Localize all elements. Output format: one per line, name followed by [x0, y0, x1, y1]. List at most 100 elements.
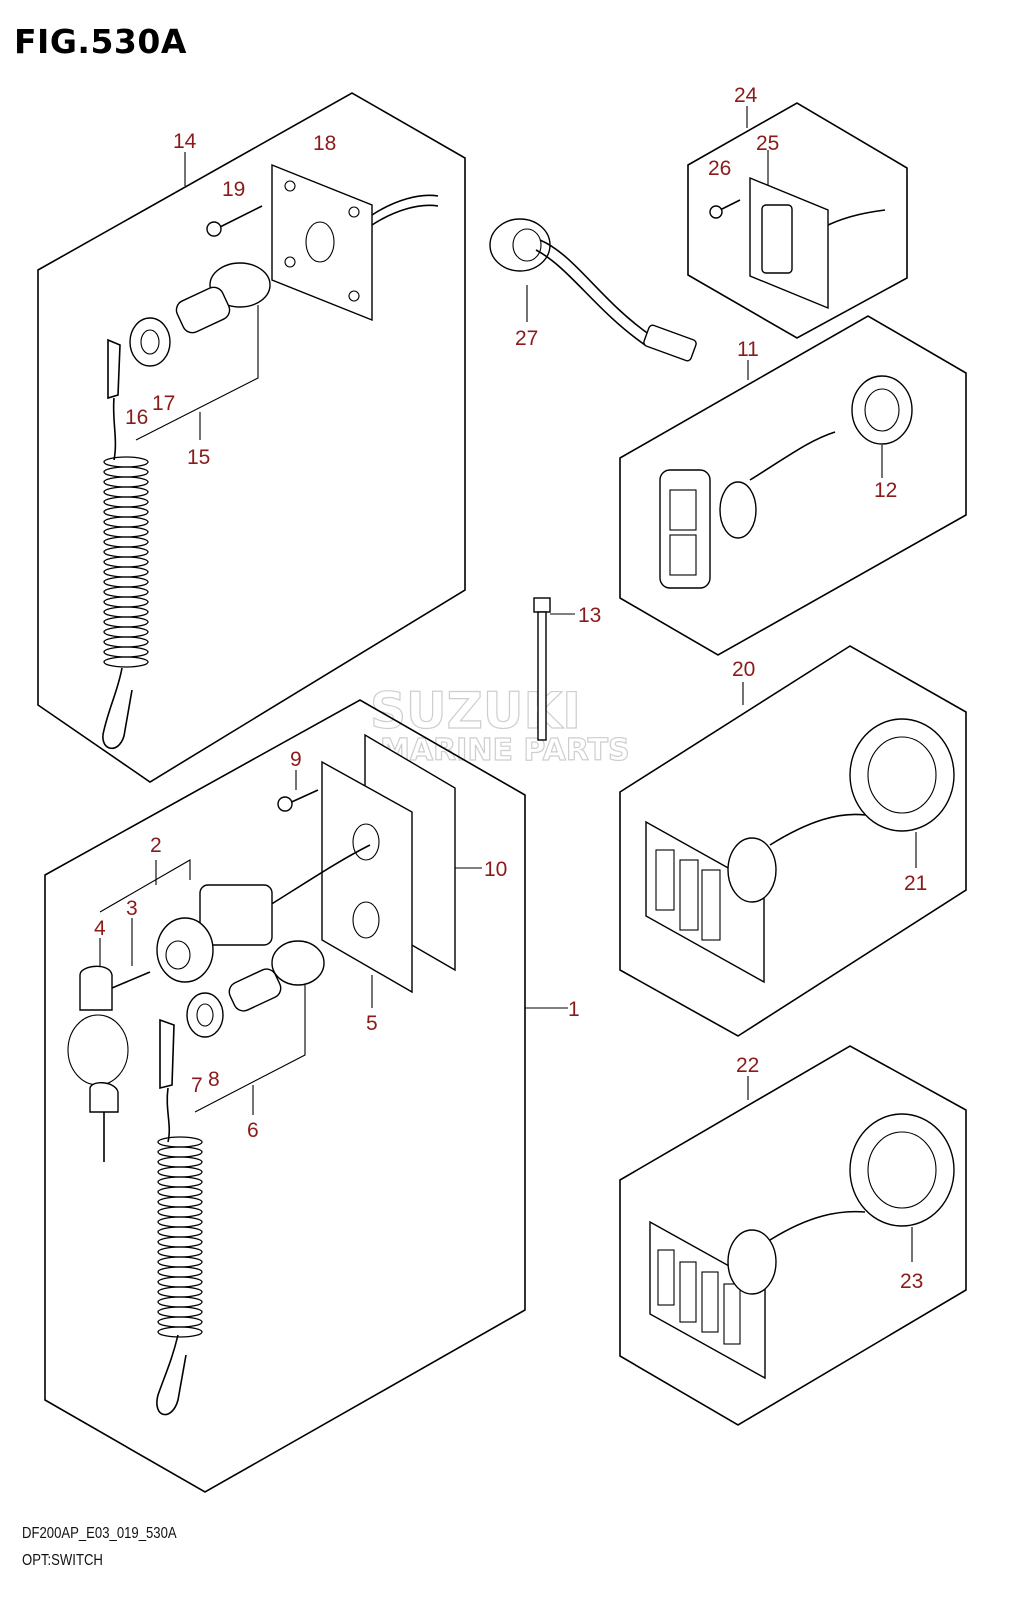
plate-bore: [305, 221, 335, 263]
panel-button: [669, 489, 697, 531]
ring-hole: [864, 388, 900, 432]
panel-stem: [719, 481, 757, 539]
callout-labels: 1 2 3 4 5 6 7 8 9 10 11 12 13 14 15 16 1…: [94, 84, 927, 1293]
coil-loop: [157, 1286, 203, 1298]
coil-loop: [103, 516, 149, 528]
coil-loop: [103, 586, 149, 598]
clip-7: [159, 1018, 175, 1090]
panel-stem: [727, 837, 777, 903]
coil-loop: [103, 496, 149, 508]
callout-14: 14: [173, 130, 197, 153]
nut-hole: [140, 329, 160, 355]
coil-loop: [103, 506, 149, 518]
watermark-brand: SUZUKI: [370, 682, 581, 740]
coil-loop: [103, 616, 149, 628]
coil-loop: [103, 606, 149, 618]
plate-hole: [284, 256, 296, 268]
coil-loop: [157, 1316, 203, 1328]
coil-loop: [103, 656, 149, 668]
lanyard: [112, 397, 117, 461]
key-slot: [165, 940, 191, 970]
box-outline-20: [619, 645, 967, 1037]
callout-16: 16: [125, 406, 148, 429]
plate-hole: [284, 180, 296, 192]
coil-loop: [103, 526, 149, 538]
box-outline-14: [37, 92, 466, 783]
bracket-2: [99, 859, 191, 913]
coil-loop: [103, 546, 149, 558]
figure-title: FIG.530A: [14, 22, 187, 61]
callout-25: 25: [756, 132, 779, 155]
rocker-switch: [761, 204, 793, 274]
coil-loop: [103, 626, 149, 638]
callout-21: 21: [904, 872, 927, 895]
callout-19: 19: [222, 178, 245, 201]
bracket-6: [194, 985, 306, 1113]
callout-24: 24: [734, 84, 758, 107]
harness-wire: [535, 249, 646, 346]
callout-1: 1: [568, 998, 580, 1021]
cable-tie-13: [533, 597, 575, 741]
panel-button: [669, 534, 697, 576]
screw-19: [213, 205, 263, 231]
box-main-switch-kit: [44, 699, 568, 1493]
harness-wire: [539, 239, 651, 336]
box-kill-switch-kit: [37, 92, 466, 783]
watermark: SUZUKI MARINE PARTS: [369, 681, 630, 768]
bracket-15: [135, 305, 259, 441]
switch-body: [209, 262, 271, 308]
panel-button: [701, 1271, 719, 1333]
plate-bore: [352, 823, 380, 861]
screw-head: [277, 796, 293, 812]
coil-cord-top: [103, 456, 149, 668]
coil-loop: [157, 1296, 203, 1308]
figure-code: DF200AP_E03_019_530A: [22, 1525, 177, 1542]
coil-cord-bottom: [157, 1136, 203, 1338]
coil-loop: [157, 1186, 203, 1198]
coil-loop: [103, 566, 149, 578]
panel-button: [655, 849, 675, 911]
plate-18: [271, 163, 373, 322]
callout-10: 10: [484, 858, 507, 881]
tie-strap: [537, 611, 547, 741]
stop-switch-plunger: [228, 968, 282, 1012]
coil-loop: [157, 1236, 203, 1248]
connector: [643, 324, 697, 362]
coil-loop: [157, 1196, 203, 1208]
coil-loop: [157, 1136, 203, 1148]
nut-8: [186, 992, 224, 1038]
figure-name: OPT:SWITCH: [22, 1552, 103, 1569]
stop-switch-body: [271, 940, 325, 986]
coil-loop: [157, 1226, 203, 1238]
coil-loop: [157, 1206, 203, 1218]
panel-button: [657, 1249, 675, 1306]
callout-2: 2: [150, 834, 162, 857]
panel-button: [679, 859, 699, 931]
panel-button: [701, 869, 721, 941]
panel-cable: [769, 813, 866, 846]
nut-hole: [196, 1003, 214, 1027]
ring-hole: [867, 1131, 937, 1209]
clip-16: [107, 338, 121, 400]
coil-loop: [157, 1326, 203, 1338]
box-panel-20: [619, 645, 967, 1037]
box-outline-11: [619, 315, 967, 656]
grommet-hole: [512, 228, 542, 262]
box-outline-24: [687, 102, 908, 339]
callout-26: 26: [708, 157, 731, 180]
coil-loop: [103, 486, 149, 498]
callout-11: 11: [737, 338, 759, 361]
coil-loop: [157, 1246, 203, 1258]
box-trim-switch: [687, 102, 908, 339]
triple-panel-face: [649, 1220, 766, 1380]
lanyard: [166, 1087, 171, 1143]
watermark-subtitle: MARINE PARTS: [380, 733, 630, 768]
callout-5: 5: [366, 1012, 378, 1035]
callout-9: 9: [290, 748, 302, 771]
coil-loop: [103, 646, 149, 658]
plate-5: [321, 760, 413, 994]
panel-body: [659, 469, 711, 589]
spare-key-head: [89, 1082, 119, 1113]
coil-loop: [157, 1166, 203, 1178]
